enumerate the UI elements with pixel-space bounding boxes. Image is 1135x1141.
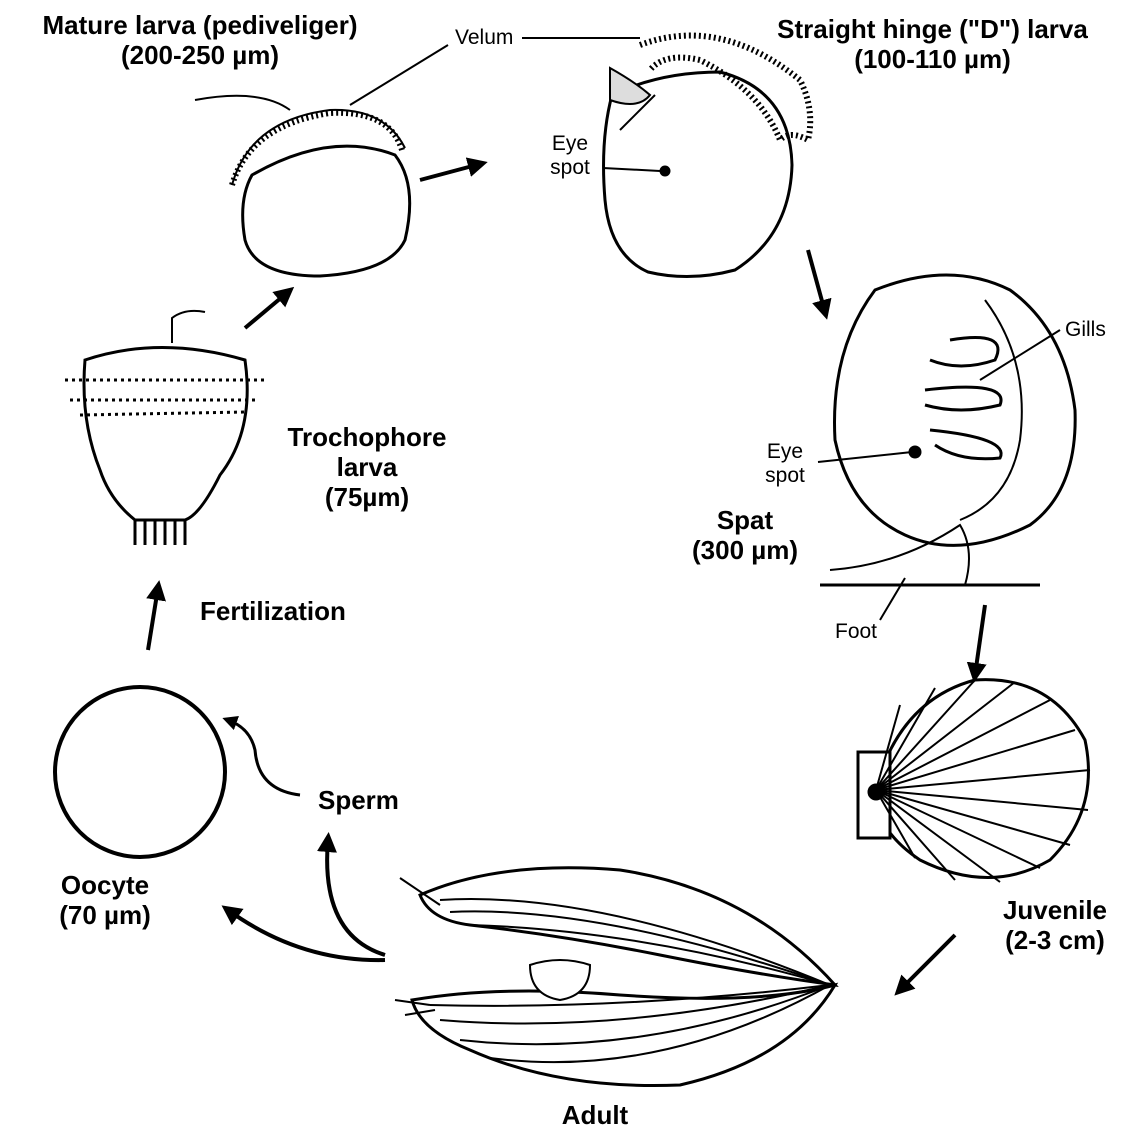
label-foot: Foot xyxy=(835,620,877,644)
arrow-mature-to-d xyxy=(420,164,480,180)
label-eye-spot-1: Eye spot xyxy=(540,132,600,180)
mature-larva-size: (200-250 µm) xyxy=(5,40,395,70)
velum-text: Velum xyxy=(455,26,513,49)
label-adult: Adult xyxy=(540,1100,650,1130)
label-fertilization: Fertilization xyxy=(200,596,346,626)
label-gills: Gills xyxy=(1065,318,1106,342)
trochophore-name-line1: Trochophore xyxy=(262,422,472,452)
trochophore-drawing xyxy=(65,311,265,545)
oocyte-size: (70 µm) xyxy=(40,900,170,930)
arrow-spat-to-juvenile xyxy=(975,605,985,675)
d-larva-size: (100-110 µm) xyxy=(735,44,1130,74)
spat-drawing xyxy=(820,275,1075,585)
arrow-adult-to-sperm xyxy=(327,840,385,955)
juvenile-name: Juvenile xyxy=(985,895,1125,925)
eye-spot-2-line1: Eye xyxy=(755,440,815,464)
adult-drawing xyxy=(395,868,835,1086)
fertilization-text: Fertilization xyxy=(200,596,346,626)
trochophore-name-line2: larva xyxy=(262,452,472,482)
oocyte-drawing xyxy=(55,687,225,857)
label-juvenile: Juvenile (2-3 cm) xyxy=(985,895,1125,955)
arrow-oocyte-to-trochophore xyxy=(148,588,158,650)
label-velum: Velum xyxy=(455,26,513,50)
eye-spot-1-line1: Eye xyxy=(540,132,600,156)
eye-spot-1-line2: spot xyxy=(540,156,600,180)
adult-name: Adult xyxy=(562,1100,628,1130)
sperm-arrow xyxy=(228,720,300,795)
gills-text: Gills xyxy=(1065,318,1106,341)
foot-text: Foot xyxy=(835,620,877,643)
label-sperm: Sperm xyxy=(318,785,399,815)
d-larva-name: Straight hinge ("D") larva xyxy=(735,14,1130,44)
oocyte-name: Oocyte xyxy=(40,870,170,900)
label-mature-larva: Mature larva (pediveliger) (200-250 µm) xyxy=(5,10,395,70)
arrow-trochophore-to-mature xyxy=(245,292,288,328)
juvenile-drawing xyxy=(858,680,1090,882)
eye-spot-2-line2: spot xyxy=(755,464,815,488)
label-eye-spot-2: Eye spot xyxy=(755,440,815,488)
label-trochophore: Trochophore larva (75µm) xyxy=(262,422,472,512)
juvenile-size: (2-3 cm) xyxy=(985,925,1125,955)
arrow-d-to-spat xyxy=(808,250,825,312)
arrow-adult-to-oocyte xyxy=(228,910,385,960)
label-spat: Spat (300 µm) xyxy=(675,505,815,565)
cycle-arrows xyxy=(148,164,985,990)
arrow-juvenile-to-adult xyxy=(900,935,955,990)
mature-larva-name: Mature larva (pediveliger) xyxy=(5,10,395,40)
label-oocyte: Oocyte (70 µm) xyxy=(40,870,170,930)
label-d-larva: Straight hinge ("D") larva (100-110 µm) xyxy=(735,14,1130,74)
mature-larva-drawing xyxy=(195,96,410,276)
spat-size: (300 µm) xyxy=(675,535,815,565)
sperm-name: Sperm xyxy=(318,785,399,815)
spat-name: Spat xyxy=(675,505,815,535)
trochophore-size: (75µm) xyxy=(262,482,472,512)
